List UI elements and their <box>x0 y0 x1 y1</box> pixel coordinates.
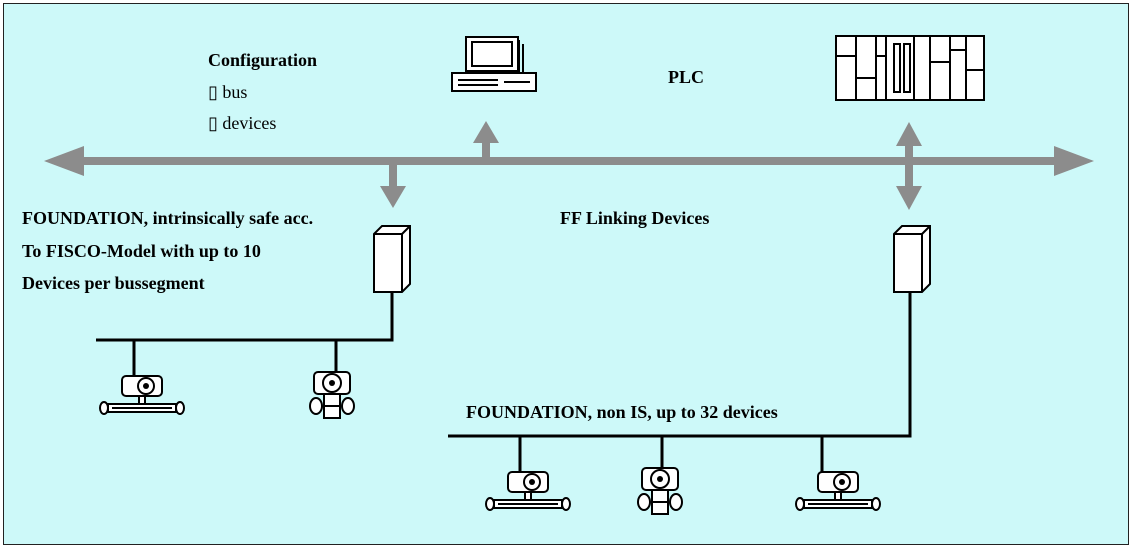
plc-linking-double-arrow <box>896 122 922 210</box>
linking-device-icon <box>373 225 411 293</box>
configuration-title: Configuration <box>208 50 318 70</box>
is-segment-text-line-1: FOUNDATION, intrinsically safe acc. <box>22 208 314 228</box>
non-is-segment-bus <box>448 292 912 476</box>
flowmeter-icon <box>637 467 683 515</box>
configuration-item-bus: ▯ bus <box>208 82 248 102</box>
bus-to-computer-arrow <box>473 121 499 160</box>
is-segment-bus <box>96 292 394 378</box>
bus-to-left-linking-arrow <box>380 165 406 208</box>
flowmeter-icon <box>795 471 881 511</box>
plc-rack-icon <box>835 35 985 101</box>
flowmeter-icon <box>99 375 185 415</box>
non-is-segment-text: FOUNDATION, non IS, up to 32 devices <box>466 402 778 422</box>
main-bus-arrow <box>44 146 1094 176</box>
computer-icon <box>451 36 537 92</box>
linking-devices-label: FF Linking Devices <box>560 208 710 228</box>
is-segment-text-line-3: Devices per bussegment <box>22 273 205 293</box>
linking-device-icon <box>893 225 931 293</box>
flowmeter-icon <box>485 471 571 511</box>
flowmeter-icon <box>309 371 355 419</box>
plc-label: PLC <box>668 67 704 87</box>
configuration-item-devices: ▯ devices <box>208 113 277 133</box>
is-segment-text-line-2: To FISCO-Model with up to 10 <box>22 241 261 261</box>
